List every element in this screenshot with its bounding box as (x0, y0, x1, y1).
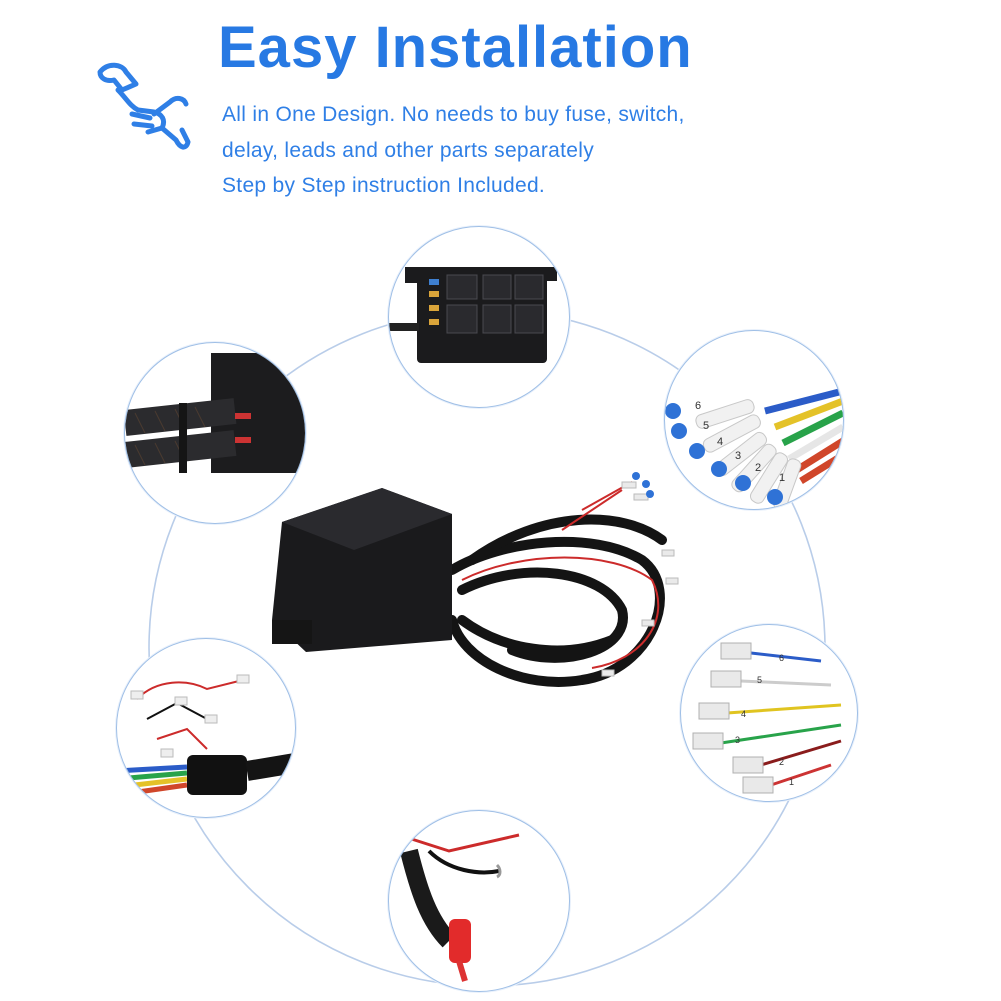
description-line-2: delay, leads and other parts separately (222, 139, 595, 162)
description-line-3: Step by Step instruction Included. (222, 174, 546, 197)
numbered-terminals-detail: 6 5 4 3 2 1 (664, 330, 844, 510)
terminal-number: 2 (755, 462, 761, 474)
connector-number: 3 (735, 735, 740, 745)
ring-terminal-cable-detail (388, 810, 570, 992)
wiring-harness-product (272, 472, 679, 687)
terminal-number: 1 (779, 472, 785, 484)
plug-connector-detail (116, 638, 296, 818)
terminal-number: 4 (717, 436, 723, 448)
description-line-1: All in One Design. No needs to buy fuse,… (222, 103, 685, 126)
terminal-number: 3 (735, 450, 741, 462)
terminal-number: 5 (703, 420, 709, 432)
harness-sleeve-detail (124, 342, 306, 524)
connector-number: 5 (757, 675, 762, 685)
connector-number: 1 (789, 777, 794, 787)
wrench-in-hand-icon (97, 62, 191, 150)
connector-number: 2 (779, 757, 784, 767)
spade-connectors-detail: 6 5 4 3 2 1 (680, 624, 858, 802)
terminal-number: 6 (695, 400, 701, 412)
relay-fuse-box-detail (388, 226, 570, 408)
page-title: Easy Installation (218, 15, 693, 80)
connector-number: 4 (741, 709, 746, 719)
connector-number: 6 (779, 653, 784, 663)
